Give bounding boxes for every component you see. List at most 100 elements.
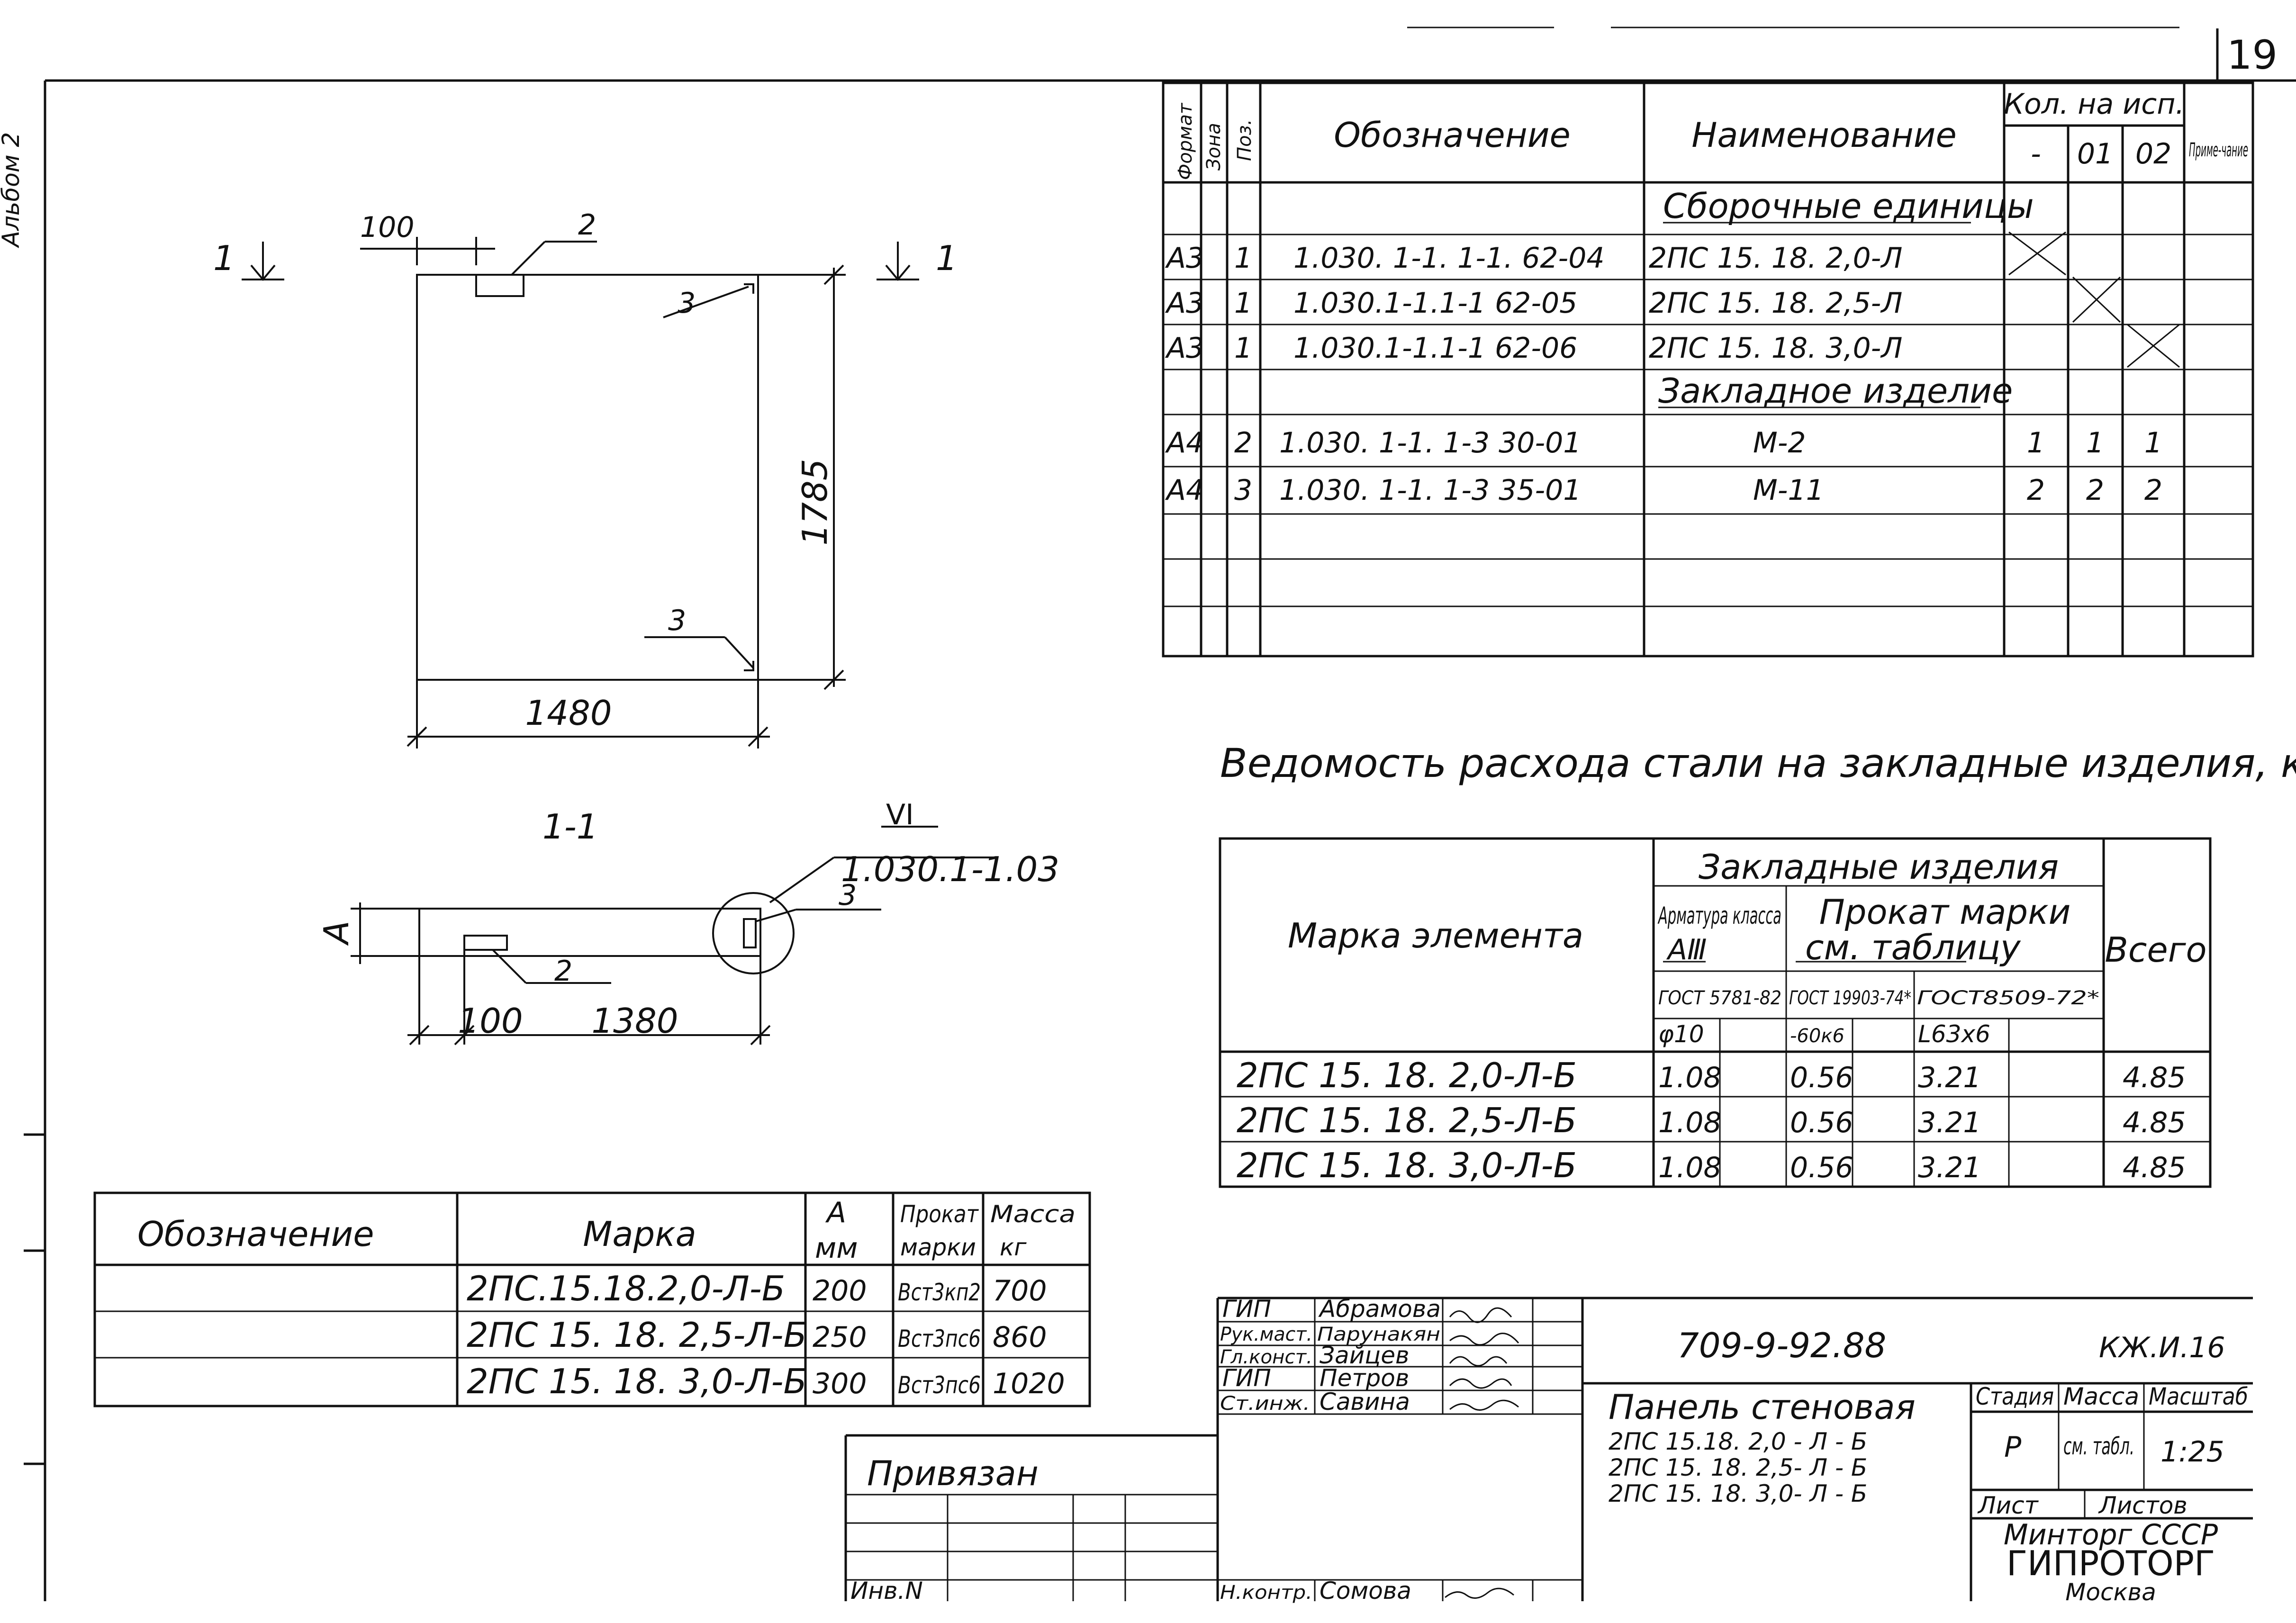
plan-dim-height: 1785 <box>795 459 835 545</box>
section-mark-right: 1 <box>936 238 958 278</box>
steel-r2-total: 4.85 <box>2123 1151 2186 1184</box>
spec-a0-designation: 1.030. 1-1. 1-1. 62-04 <box>1293 242 1605 275</box>
section-mark-left: 1 <box>213 238 235 278</box>
org-institute: ГИПРОТОРГ <box>2007 1543 2215 1583</box>
spec-h-pos: Поз. <box>1234 119 1256 161</box>
mark-r0-mass: 700 <box>993 1274 1047 1307</box>
steel-r0-c: 3.21 <box>1918 1061 1981 1094</box>
mark-table <box>93 1191 1091 1407</box>
section-ref-numeral: VI <box>886 798 914 831</box>
staff-3-name: Петров <box>1320 1364 1409 1392</box>
steel-r0-mark: 2ПС 15. 18. 2,0-Л-Б <box>1237 1055 1577 1095</box>
steel-h-gost3: ГОСТ8509-72* <box>1917 987 2099 1009</box>
plan-dim-top: 100 <box>360 211 415 244</box>
steel-r1-b: 0.56 <box>1790 1106 1853 1139</box>
title-name: Панель стеновая <box>1609 1387 1916 1427</box>
spec-table-text: Формат Зона Поз. Обозначение Наименовани… <box>1165 88 2248 507</box>
spec-section-embedded: Закладное изделие <box>1658 371 2013 411</box>
spec-h-designation: Обозначение <box>1334 115 1571 155</box>
mark-r2-mass: 1020 <box>993 1367 1065 1400</box>
title-h-mass: Масса <box>2063 1383 2139 1410</box>
steel-h-gost1: ГОСТ 5781-82 <box>1658 987 1781 1009</box>
steel-r2-mark: 2ПС 15. 18. 3,0-Л-Б <box>1237 1145 1577 1185</box>
mark-r2-a: 300 <box>813 1367 867 1400</box>
section-callout-corner: 3 <box>839 879 857 912</box>
spec-e1-designation: 1.030. 1-1. 1-3 35-01 <box>1279 474 1581 507</box>
steel-r1-total: 4.85 <box>2123 1106 2186 1139</box>
section-title: 1-1 <box>542 807 598 847</box>
steel-h-l63: L63х6 <box>1918 1020 1990 1048</box>
section-dim-left: 100 <box>458 1001 523 1041</box>
steel-h-mark: Марка элемента <box>1288 916 1583 956</box>
mark-h-a: А <box>825 1196 846 1229</box>
section-dim-a: А <box>316 920 356 946</box>
steel-r2-b: 0.56 <box>1790 1151 1853 1184</box>
spec-a2-pos: 1 <box>1234 332 1252 365</box>
spec-e0-q1: 1 <box>2086 426 2104 460</box>
steel-h-rebar: Арматура класса <box>1657 902 1781 929</box>
spec-h-note: Приме-чание <box>2189 139 2248 161</box>
binding-inv: Инв.N <box>850 1577 923 1605</box>
spec-section-assembly: Сборочные единицы <box>1663 186 2034 226</box>
section-view-labels: 1-1 VI 1.030.1-1.03 3 2 А 100 1380 <box>316 798 1059 1041</box>
steel-r1-mark: 2ПС 15. 18. 2,5-Л-Б <box>1237 1100 1577 1140</box>
title-stage: Р <box>2004 1431 2022 1464</box>
norm-control-name: Сомова <box>1320 1577 1411 1605</box>
mark-r1-a: 250 <box>813 1321 867 1354</box>
title-block <box>1216 1297 2253 1601</box>
spec-a0-format: А3 <box>1165 242 1204 275</box>
steel-h-embedded: Закладные изделия <box>1699 847 2059 887</box>
spec-e1-q1: 2 <box>2086 474 2104 507</box>
plan-callout-corner-top: 3 <box>678 287 696 320</box>
mark-r2-steel: Вст3пс6 <box>898 1371 981 1399</box>
spec-h-qty-0: - <box>2031 137 2041 171</box>
mark-h-mass-unit: кг <box>1000 1234 1027 1261</box>
binding-label: Привязан <box>867 1453 1039 1493</box>
steel-table-title: Ведомость расхода стали на закладные изд… <box>1220 740 2296 786</box>
spec-a1-name: 2ПС 15. 18. 2,5-Л <box>1649 287 1902 320</box>
title-mass: см. табл. <box>2063 1433 2134 1460</box>
norm-control-role: Н.контр. <box>1220 1582 1312 1604</box>
spec-a0-pos: 1 <box>1234 242 1252 275</box>
mark-r0-mark: 2ПС.15.18.2,0-Л-Б <box>467 1269 785 1308</box>
spec-e0-format: А4 <box>1165 426 1204 460</box>
spec-e0-q2: 1 <box>2144 426 2162 460</box>
spec-a1-designation: 1.030.1-1.1-1 62-05 <box>1293 287 1577 320</box>
title-block-text: ГИП Абрамова Рук.маст. Парунакян Гл.конс… <box>1220 1295 2248 1606</box>
steel-h-60k6: -60к6 <box>1790 1025 1844 1047</box>
spec-table <box>1162 81 2254 658</box>
album-margin-note: Альбом 2 <box>0 132 25 248</box>
steel-h-gost2: ГОСТ 19903-74* <box>1789 987 1911 1009</box>
mark-h-prokat: Прокат <box>900 1200 979 1228</box>
spec-e0-name: М-2 <box>1753 426 1806 460</box>
title-sheet: Лист <box>1977 1492 2039 1519</box>
plan-callout-embed: 2 <box>578 208 596 242</box>
mark-r1-mark: 2ПС 15. 18. 2,5-Л-Б <box>467 1315 807 1355</box>
steel-r2-c: 3.21 <box>1918 1151 1981 1184</box>
steel-table <box>1219 837 2212 1188</box>
title-scale: 1:25 <box>2160 1435 2224 1469</box>
spec-h-format: Формат <box>1175 102 1196 180</box>
mark-r2-mark: 2ПС 15. 18. 3,0-Л-Б <box>467 1362 807 1401</box>
title-h-scale: Масштаб <box>2149 1383 2248 1410</box>
steel-h-total: Всего <box>2105 930 2206 970</box>
spec-a2-designation: 1.030.1-1.1-1 62-06 <box>1293 332 1577 365</box>
spec-a1-pos: 1 <box>1234 287 1252 320</box>
plan-view <box>242 237 919 748</box>
doc-code: 709-9-92.88 <box>1677 1325 1886 1365</box>
spec-a2-format: А3 <box>1165 332 1204 365</box>
title-mark-0: 2ПС 15.18. 2,0 - Л - Б <box>1609 1428 1867 1455</box>
steel-h-rolled: Прокат марки <box>1819 892 2071 932</box>
spec-a0-name: 2ПС 15. 18. 2,0-Л <box>1649 242 1902 275</box>
title-mark-1: 2ПС 15. 18. 2,5- Л - Б <box>1609 1454 1867 1481</box>
plan-callout-corner-bottom: 3 <box>668 604 686 637</box>
mark-h-mass: Масса <box>990 1200 1076 1228</box>
spec-h-name: Наименование <box>1691 115 1957 155</box>
section-ref-code: 1.030.1-1.03 <box>841 849 1059 889</box>
staff-2-role: Гл.конст. <box>1220 1346 1312 1368</box>
mark-r1-steel: Вст3пс6 <box>898 1325 981 1352</box>
title-mark-2: 2ПС 15. 18. 3,0- Л - Б <box>1609 1480 1867 1507</box>
staff-1-role: Рук.маст. <box>1220 1324 1312 1345</box>
